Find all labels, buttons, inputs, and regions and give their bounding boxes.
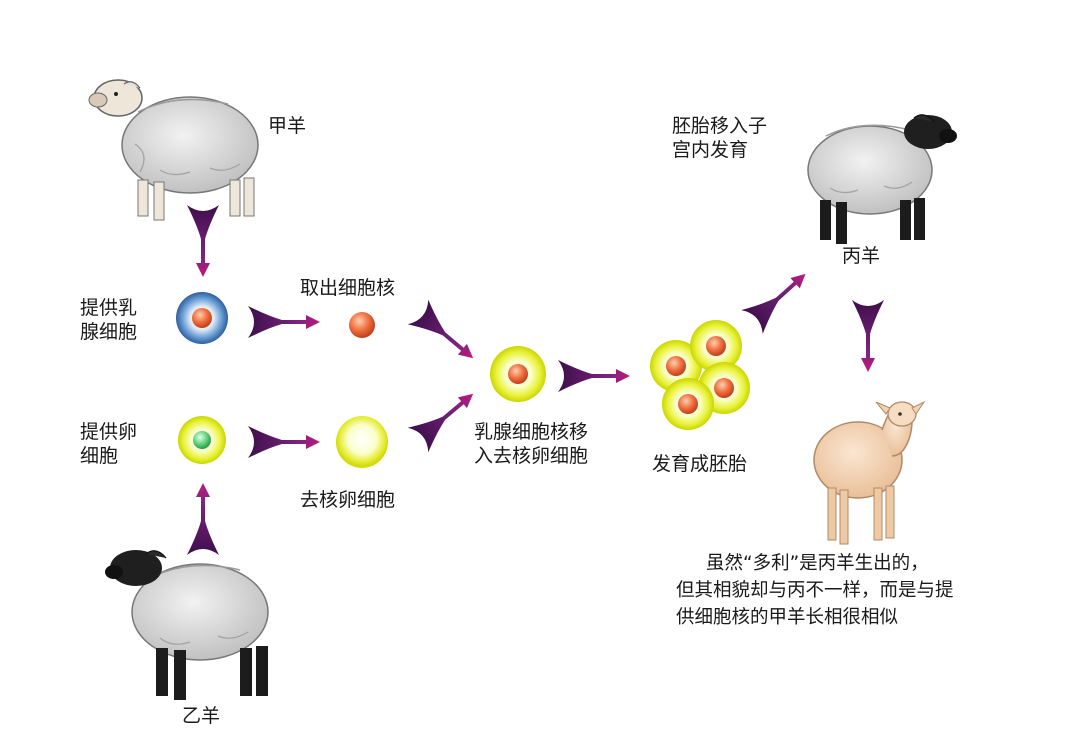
sheep-c	[807, 114, 957, 244]
label-line: 乳腺细胞核移	[474, 421, 589, 443]
label-line: 宫内发育	[672, 139, 749, 161]
arrow-mammary-to-nucleus	[248, 306, 320, 338]
egg-cell	[178, 416, 226, 464]
mammary-cell	[176, 292, 228, 344]
enucleated-egg	[336, 416, 388, 468]
arrow-sheepc-to-lamb	[852, 300, 884, 372]
sheep-a	[88, 79, 259, 221]
label-embryo-to-uterus: 胚胎移入子 宫内发育	[672, 114, 767, 162]
arrow-embryo-to-sheepc	[741, 261, 817, 334]
arrow-enucleated-to-fusion	[407, 381, 484, 453]
label-sheep-c: 丙羊	[842, 245, 881, 267]
reconstructed-egg	[490, 346, 546, 402]
embryo-cluster	[650, 320, 750, 430]
label-line: 提供乳	[80, 297, 138, 319]
extracted-nucleus	[349, 312, 375, 338]
label-line: 胚胎移入子	[672, 115, 768, 137]
label-line: 细胞	[80, 445, 119, 467]
caption-line: 虽然“多利”是丙羊生出的，	[706, 553, 929, 574]
caption-line: 供细胞核的甲羊长相很相似	[676, 607, 899, 628]
label-provide-mammary-cell: 提供乳 腺细胞	[80, 296, 137, 344]
arrow-fusion-to-embryo	[558, 360, 630, 392]
label-extract-nucleus: 取出细胞核	[300, 277, 396, 299]
label-develop-embryo: 发育成胚胎	[652, 453, 748, 475]
label-line: 入去核卵细胞	[474, 445, 589, 467]
caption-line: 但其相貌却与丙不一样，而是与提	[676, 580, 954, 601]
arrow-nucleus-to-fusion	[407, 299, 484, 371]
arrow-egg-to-enucleated	[248, 426, 320, 458]
lamb-dolly	[813, 400, 926, 545]
sheep-b	[105, 550, 269, 700]
arrow-sheepa-to-cell	[187, 205, 219, 277]
label-nucleus-transfer: 乳腺细胞核移 入去核卵细胞	[474, 420, 588, 468]
arrow-sheepb-to-cell	[187, 483, 219, 555]
label-enucleated-egg: 去核卵细胞	[300, 489, 396, 511]
label-sheep-b: 乙羊	[182, 705, 221, 727]
label-provide-egg-cell: 提供卵 细胞	[80, 420, 137, 468]
caption-text: 虽然“多利”是丙羊生出的， 但其相貌却与丙不一样，而是与提 供细胞核的甲羊长相很…	[676, 550, 954, 631]
label-line: 腺细胞	[80, 321, 138, 343]
label-line: 提供卵	[80, 421, 138, 443]
label-sheep-a: 甲羊	[268, 115, 307, 137]
